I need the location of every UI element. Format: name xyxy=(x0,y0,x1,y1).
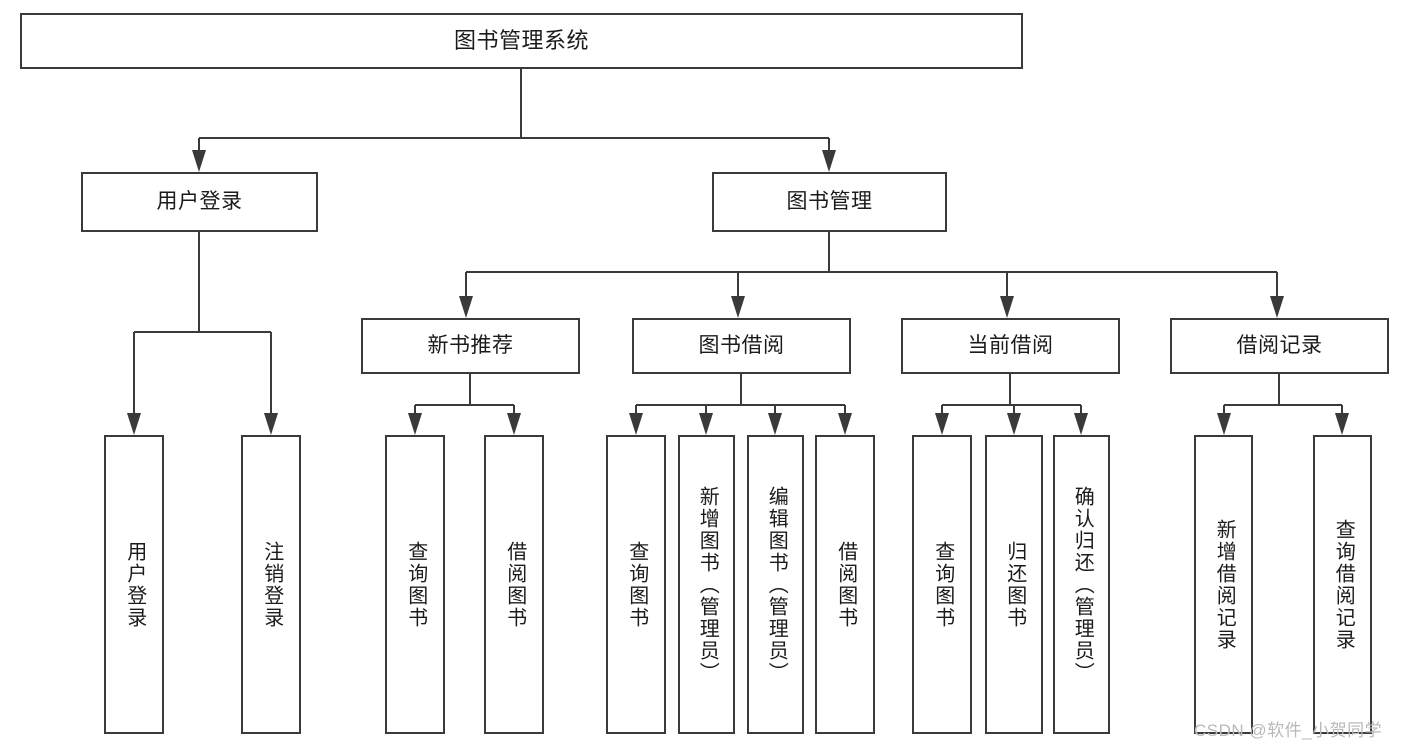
node-label: 编辑图书（管理员） xyxy=(765,485,788,684)
node-leaf-borrow-book-2[interactable]: 借阅图书 xyxy=(815,435,875,734)
node-root[interactable]: 图书管理系统 xyxy=(20,13,1023,69)
node-label: 图书借阅 xyxy=(698,333,785,357)
node-label: 查询图书 xyxy=(931,540,954,629)
arrowhead-user-login-0 xyxy=(127,413,141,435)
node-leaf-add-book[interactable]: 新增图书（管理员） xyxy=(678,435,735,734)
node-label: 归还图书 xyxy=(1003,540,1026,629)
arrowhead-group-0-0 xyxy=(408,413,422,435)
node-label: 新增图书（管理员） xyxy=(696,485,719,684)
node-label: 查询图书 xyxy=(625,540,648,629)
node-leaf-user-login[interactable]: 用户登录 xyxy=(104,435,164,734)
node-label: 查询借阅记录 xyxy=(1332,518,1355,651)
arrowhead-group-2-2 xyxy=(1074,413,1088,435)
arrowhead-user-login-1 xyxy=(264,413,278,435)
arrowhead-group-1-2 xyxy=(768,413,782,435)
arrowhead-root-1 xyxy=(822,150,836,172)
node-label: 图书管理 xyxy=(786,189,873,213)
node-leaf-return-book[interactable]: 归还图书 xyxy=(985,435,1043,734)
node-borrow-record[interactable]: 借阅记录 xyxy=(1170,318,1389,374)
node-label: 新书推荐 xyxy=(427,333,514,357)
node-label: 借阅记录 xyxy=(1236,333,1323,357)
node-label: 新增借阅记录 xyxy=(1213,518,1236,651)
arrowhead-group-3-0 xyxy=(1217,413,1231,435)
node-label: 查询图书 xyxy=(404,540,427,629)
node-leaf-query-book-1[interactable]: 查询图书 xyxy=(385,435,445,734)
node-leaf-logout-login[interactable]: 注销登录 xyxy=(241,435,301,734)
node-label: 确认归还（管理员） xyxy=(1071,485,1094,684)
node-current-borrow[interactable]: 当前借阅 xyxy=(901,318,1120,374)
node-leaf-query-borrow-record[interactable]: 查询借阅记录 xyxy=(1313,435,1372,734)
node-label: 当前借阅 xyxy=(967,333,1054,357)
node-label: 借阅图书 xyxy=(503,540,526,629)
node-book-manage[interactable]: 图书管理 xyxy=(712,172,947,232)
node-new-book-recommend[interactable]: 新书推荐 xyxy=(361,318,580,374)
arrowhead-root-0 xyxy=(192,150,206,172)
arrowhead-group-0-1 xyxy=(507,413,521,435)
node-label: 用户登录 xyxy=(123,540,146,629)
arrowhead-group-2-1 xyxy=(1007,413,1021,435)
node-book-borrow[interactable]: 图书借阅 xyxy=(632,318,851,374)
node-label: 用户登录 xyxy=(156,189,243,213)
arrowhead-group-1-3 xyxy=(838,413,852,435)
node-leaf-edit-book[interactable]: 编辑图书（管理员） xyxy=(747,435,804,734)
arrowhead-group-1-0 xyxy=(629,413,643,435)
node-leaf-query-book-3[interactable]: 查询图书 xyxy=(912,435,972,734)
node-leaf-add-borrow-record[interactable]: 新增借阅记录 xyxy=(1194,435,1253,734)
arrowhead-book-manage-2 xyxy=(1000,296,1014,318)
node-leaf-borrow-book-1[interactable]: 借阅图书 xyxy=(484,435,544,734)
node-label: 借阅图书 xyxy=(834,540,857,629)
arrowhead-group-1-1 xyxy=(699,413,713,435)
node-leaf-confirm-return[interactable]: 确认归还（管理员） xyxy=(1053,435,1110,734)
arrowhead-group-2-0 xyxy=(935,413,949,435)
node-user-login[interactable]: 用户登录 xyxy=(81,172,318,232)
arrowhead-book-manage-0 xyxy=(459,296,473,318)
node-leaf-query-book-2[interactable]: 查询图书 xyxy=(606,435,666,734)
arrowhead-group-3-1 xyxy=(1335,413,1349,435)
arrowhead-book-manage-1 xyxy=(731,296,745,318)
node-label: 图书管理系统 xyxy=(453,28,589,54)
arrowhead-book-manage-3 xyxy=(1270,296,1284,318)
node-label: 注销登录 xyxy=(260,540,283,629)
